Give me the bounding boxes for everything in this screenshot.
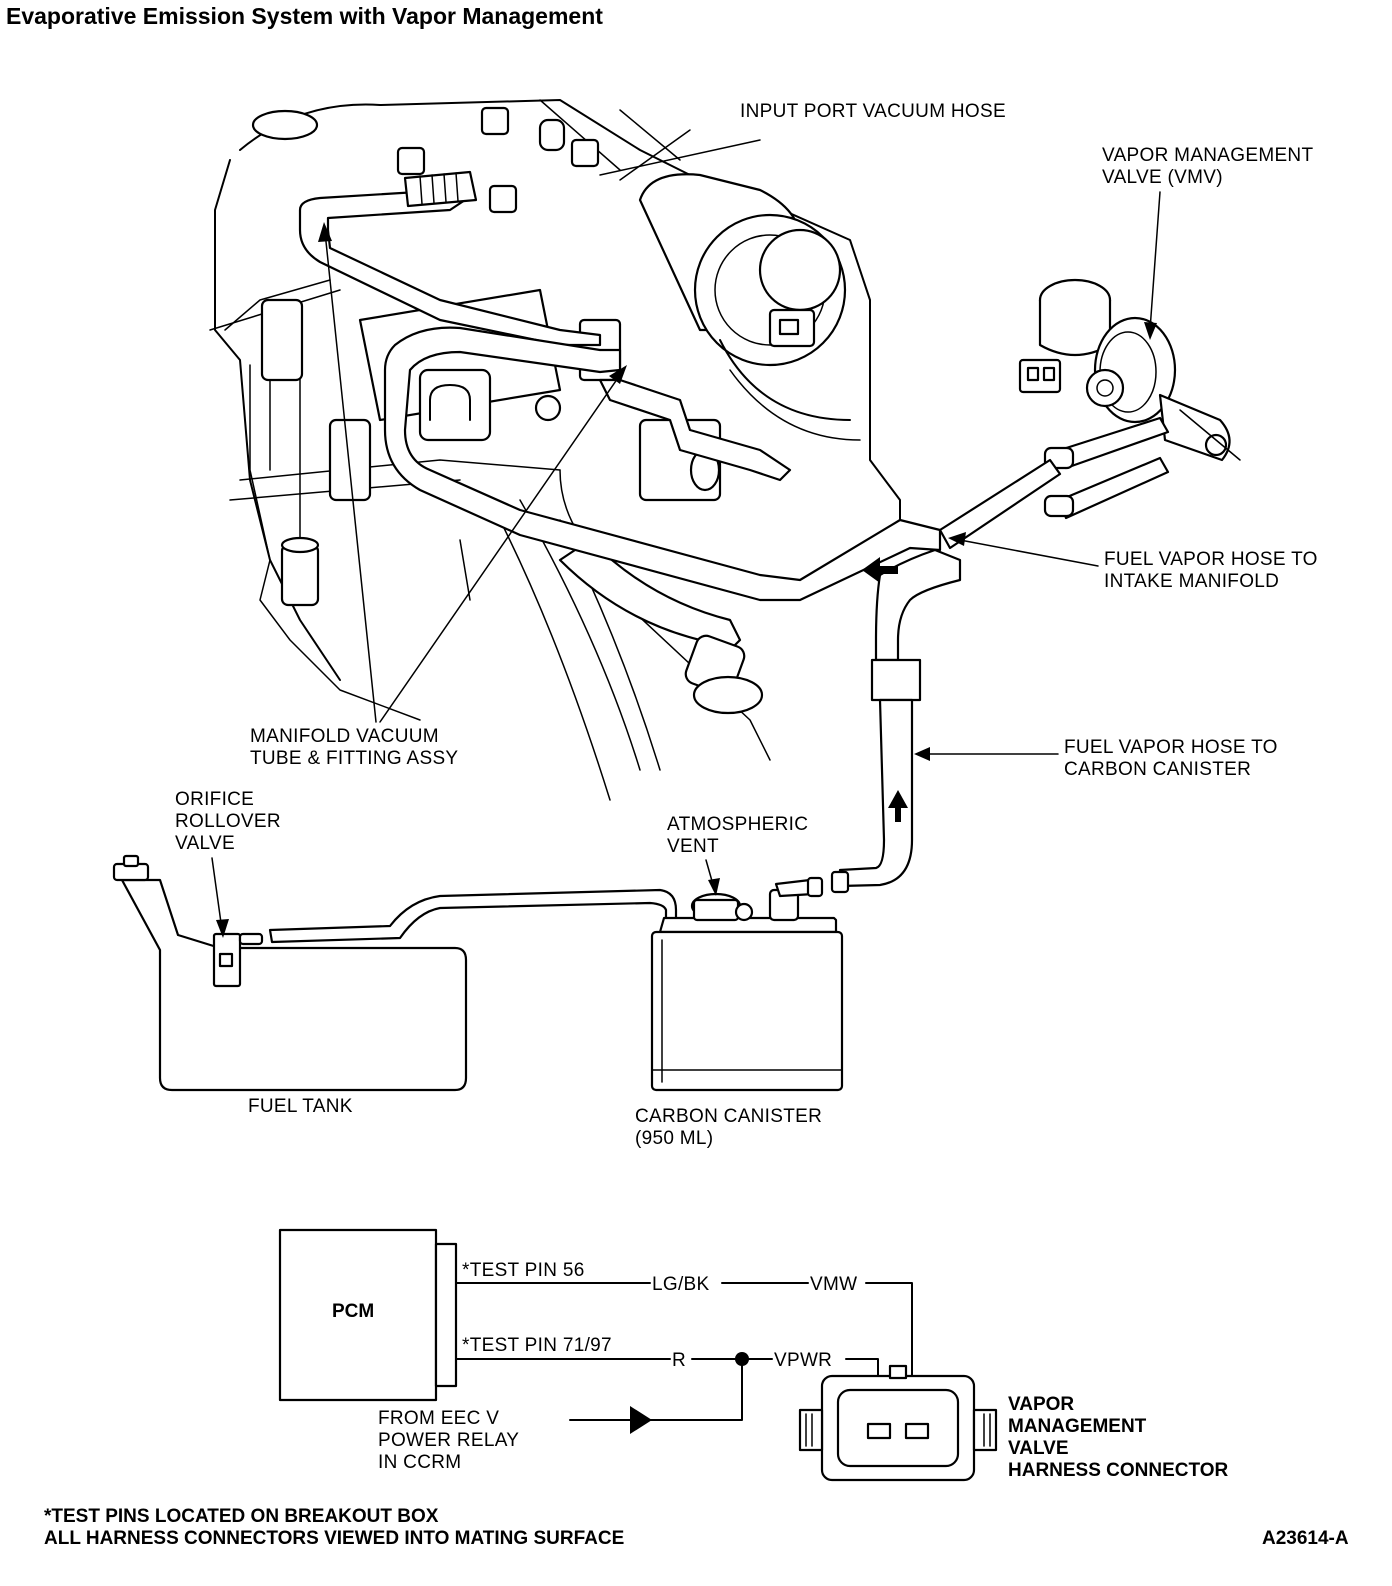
terminal-vmw (904, 1422, 930, 1440)
footnote-test-pins: *TEST PINS LOCATED ON BREAKOUT BOX (44, 1506, 439, 1527)
pcm-connector (434, 1242, 458, 1388)
fuel-tank (112, 854, 468, 1092)
test-pin-71-97: *TEST PIN 71/97 (462, 1335, 612, 1356)
leader-input-port (619, 129, 691, 181)
label-atmospheric-line1: ATMOSPHERIC (667, 814, 808, 835)
vapor-management-valve (938, 278, 1241, 550)
wire-color-lgbk: LG/BK (652, 1274, 709, 1295)
wire-color-r: R (672, 1350, 686, 1371)
label-vmv-line1: VAPOR MANAGEMENT (1102, 145, 1313, 166)
label-hose-canister-line1: FUEL VAPOR HOSE TO (1064, 737, 1278, 758)
connector-label-line2: MANAGEMENT (1008, 1416, 1147, 1437)
leader-hose-intake (959, 539, 1099, 567)
label-orifice-line2: ROLLOVER (175, 811, 281, 832)
throttle-body (638, 173, 861, 441)
pcm-box (278, 1228, 438, 1402)
diagram-title: Evaporative Emission System with Vapor M… (6, 3, 603, 29)
tank-vapor-line (268, 888, 678, 944)
wiring-schematic: PCM *TEST PIN 56 LG/BK VMW *TEST PIN 71/… (278, 1228, 1229, 1482)
orifice-rollover-valve (212, 932, 264, 988)
connector-label-line3: VALVE (1008, 1438, 1069, 1459)
from-relay-line3: IN CCRM (378, 1452, 461, 1473)
label-orifice-line3: VALVE (175, 833, 235, 854)
label-atmospheric-line2: VENT (667, 836, 719, 857)
signal-vmw: VMW (810, 1274, 857, 1295)
label-vmv-line2: VALVE (VMV) (1102, 167, 1223, 188)
label-orifice-line1: ORIFICE (175, 789, 254, 810)
connector-label-line1: VAPOR (1008, 1394, 1074, 1415)
leader-vmv (1149, 191, 1161, 331)
carbon-canister (650, 876, 844, 1092)
from-relay-line1: FROM EEC V (378, 1408, 499, 1429)
label-hose-intake-line1: FUEL VAPOR HOSE TO (1104, 549, 1318, 570)
leader-orifice (211, 857, 223, 931)
connector-label-line4: HARNESS CONNECTOR (1008, 1460, 1229, 1481)
valve-cover-bolts (251, 106, 600, 214)
label-manifold-vacuum-line1: MANIFOLD VACUUM (250, 726, 439, 747)
pcm-label: PCM (332, 1301, 374, 1322)
vmv-harness-connector (798, 1364, 998, 1482)
label-hose-intake-line2: INTAKE MANIFOLD (1104, 571, 1279, 592)
footnote-harness: ALL HARNESS CONNECTORS VIEWED INTO MATIN… (44, 1528, 624, 1549)
from-relay-line2: POWER RELAY (378, 1430, 519, 1451)
label-canister-line2: (950 ML) (635, 1128, 713, 1149)
leader-manifold-2 (379, 374, 621, 723)
test-pin-56: *TEST PIN 56 (462, 1260, 585, 1281)
label-input-port-vacuum-hose: INPUT PORT VACUUM HOSE (740, 101, 1006, 122)
power-arrow (630, 1406, 652, 1434)
leader-manifold-1 (324, 231, 377, 723)
terminal-vpwr (866, 1422, 892, 1440)
engine-illustration (209, 99, 1241, 894)
label-hose-canister-line2: CARBON CANISTER (1064, 759, 1251, 780)
signal-vpwr: VPWR (774, 1350, 832, 1371)
label-fuel-tank: FUEL TANK (248, 1096, 353, 1117)
label-canister-line1: CARBON CANISTER (635, 1106, 822, 1127)
figure-id: A23614-A (1262, 1528, 1349, 1549)
label-manifold-vacuum-line2: TUBE & FITTING ASSY (250, 748, 458, 769)
